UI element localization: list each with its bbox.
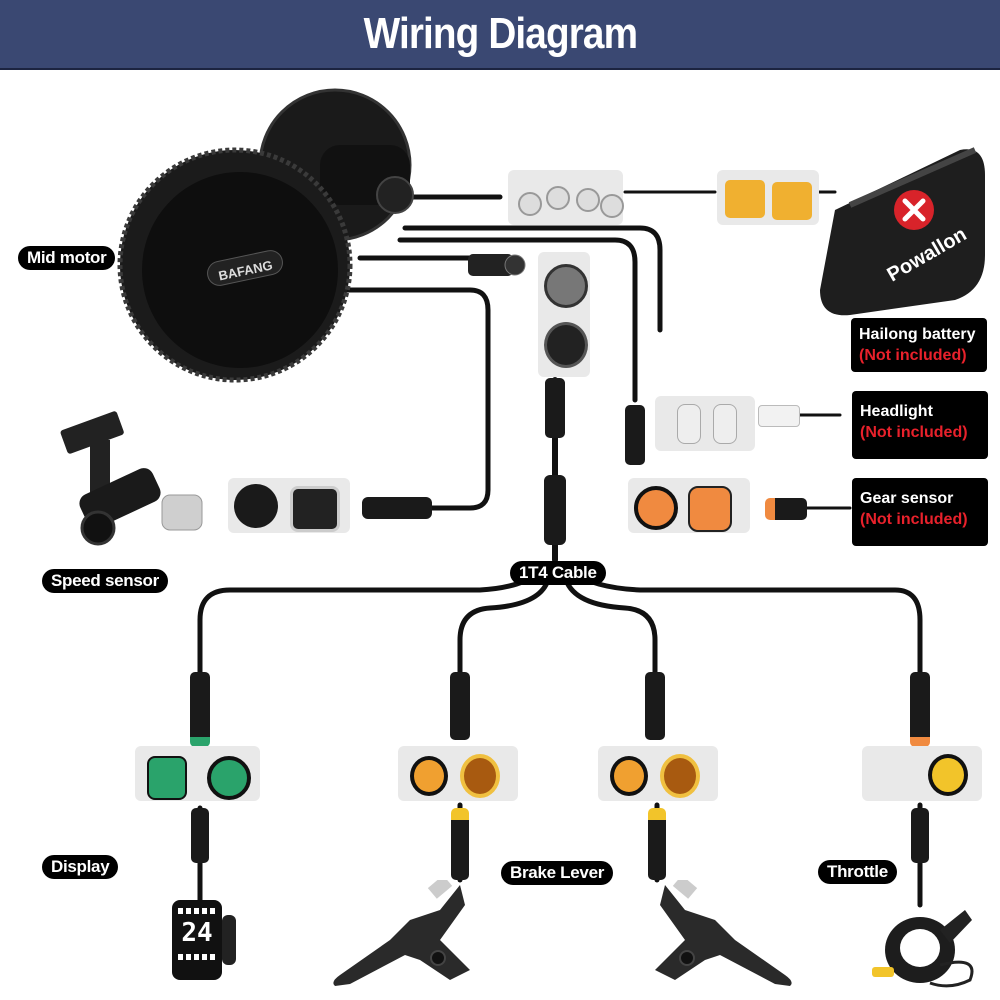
red-x-circle-icon (894, 190, 934, 230)
gear-sensor-male-plug (688, 486, 732, 532)
battery-image: Powallon (820, 147, 985, 316)
3pin-female-face (290, 486, 340, 532)
display-branch-connector (190, 672, 210, 747)
brake-right-plug (648, 808, 666, 880)
label-brake-lever: Brake Lever (501, 861, 614, 885)
note-status: (Not included) (860, 511, 968, 528)
brake-right-female-face (610, 756, 648, 796)
page-title: Wiring Diagram (363, 9, 637, 58)
display-speed-readout: 24 (181, 918, 213, 948)
brake-left-connector-panel (398, 746, 518, 801)
brake-right-connector-panel (598, 746, 718, 801)
bullet-terminal (600, 194, 624, 218)
hub-input-connector (545, 378, 565, 438)
display-cable-connector (191, 808, 209, 863)
brake-branch-left (457, 577, 551, 683)
mid-motor-image: BAFANG (117, 88, 414, 383)
speed-sensor-cable (327, 287, 491, 511)
label-mid-motor: Mid motor (18, 246, 116, 270)
brake-left-branch-connector (450, 672, 470, 740)
throttle-connector-panel (862, 746, 982, 801)
note-status: (Not included) (860, 424, 968, 441)
xt60-male-connector (725, 180, 765, 218)
note-title: Headlight (860, 403, 933, 420)
xt60-female-connector (772, 182, 812, 220)
throttle-branch-connector (910, 672, 930, 747)
display-device: 24 (172, 900, 222, 980)
headlight-cable (402, 225, 663, 333)
headlight-terminal (677, 404, 701, 444)
3pin-male-face (234, 484, 278, 528)
headlight-cable-connector (625, 405, 645, 465)
label-display: Display (42, 855, 119, 879)
display-bottom-bars (178, 954, 216, 960)
brake-right-branch-connector (645, 672, 665, 740)
speed-sensor-image (60, 411, 203, 546)
display-clamp (222, 915, 236, 965)
headlight-connector-panel (655, 396, 755, 451)
note-gear-sensor: Gear sensor (Not included) (852, 478, 988, 546)
brake-left-male-face (460, 754, 500, 798)
bullet-terminal (518, 192, 542, 216)
bullet-terminal (546, 186, 570, 210)
power-connector-panel (508, 170, 624, 225)
brake-left-plug (451, 808, 469, 880)
note-headlight: Headlight (Not included) (852, 391, 988, 459)
header-banner: Wiring Diagram (0, 0, 1000, 70)
note-hailong-battery: Hailong battery (Not included) (851, 318, 987, 372)
note-title: Hailong battery (859, 326, 976, 343)
label-throttle: Throttle (818, 860, 897, 884)
brake-branch-right (563, 577, 658, 683)
throttle-branch (569, 569, 923, 683)
throttle-image (872, 910, 974, 988)
display-female-face (207, 756, 251, 800)
gear-sensor-plug (765, 498, 807, 520)
brake-lever-right-image (655, 880, 792, 986)
speed-sensor-connector-panel (228, 478, 350, 533)
motor-female-connector (468, 254, 526, 276)
display-male-face (147, 756, 187, 800)
display-top-bars (178, 908, 216, 914)
display-branch (197, 569, 543, 683)
note-title: Gear sensor (860, 490, 954, 507)
headlight-plug (758, 405, 800, 427)
hub-splitter-body (544, 475, 566, 545)
gear-sensor-connector-panel (628, 478, 750, 533)
throttle-cable-connector (911, 808, 929, 863)
label-speed-sensor: Speed sensor (42, 569, 168, 593)
bullet-terminal (576, 188, 600, 212)
brake-lever-left-image (333, 880, 470, 986)
headlight-terminal (713, 404, 737, 444)
gear-sensor-cable (397, 237, 638, 403)
8pin-female-face (544, 264, 588, 308)
brake-left-female-face (410, 756, 448, 796)
speed-sensor-cable-connector (362, 497, 432, 519)
main-8pin-connector-panel (538, 252, 590, 377)
display-connector-panel (135, 746, 260, 801)
note-status: (Not included) (859, 347, 967, 364)
brake-right-male-face (660, 754, 700, 798)
8pin-male-face (544, 322, 588, 368)
throttle-female-face (928, 754, 968, 796)
label-1t4-cable: 1T4 Cable (510, 561, 606, 585)
gear-sensor-female-face (634, 486, 678, 530)
xt60-connector-panel (717, 170, 819, 225)
